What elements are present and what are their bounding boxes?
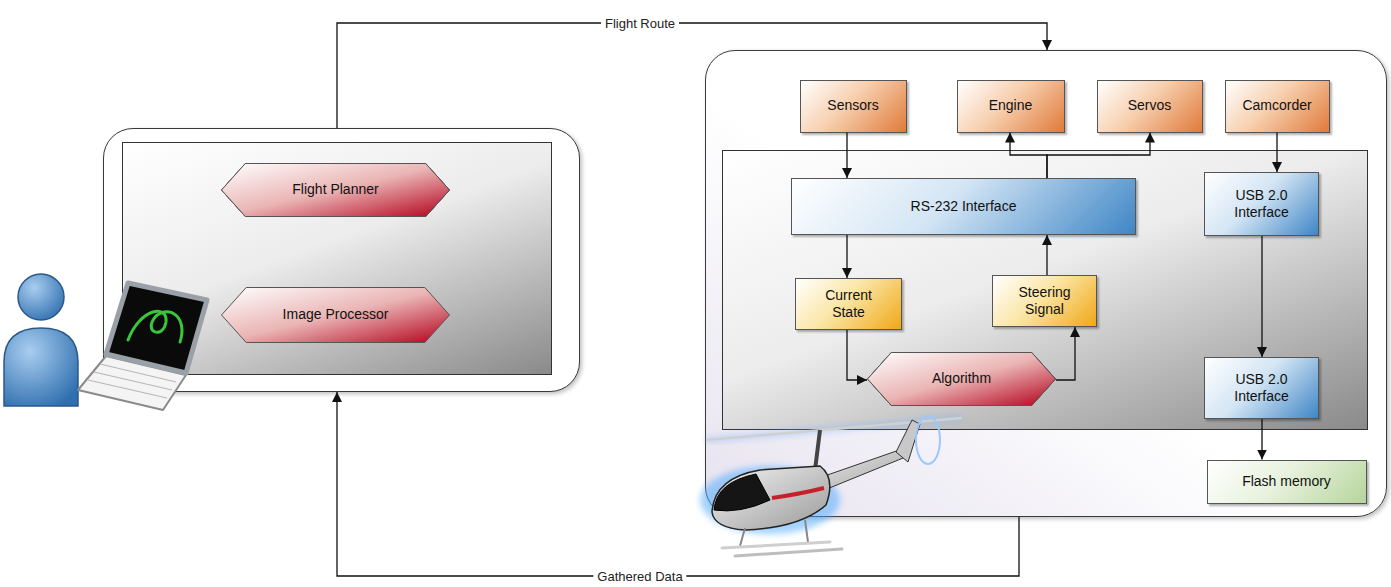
state-box: Current State <box>795 278 902 330</box>
laptop-screen <box>106 283 207 373</box>
flow-arrow <box>1261 236 1262 357</box>
hexagon-shape <box>222 164 450 217</box>
fuselage-stripe <box>772 488 824 498</box>
box-label: Camcorder <box>1242 97 1311 115</box>
skid-strut <box>805 520 808 542</box>
hardware-device: Engine <box>957 80 1065 133</box>
box-label: USB 2.0 Interface <box>1221 371 1303 406</box>
hexagon-shape <box>222 164 450 217</box>
box-label: Image Processor <box>283 306 389 324</box>
box-label: Flight Planner <box>292 181 378 199</box>
interface-box: RS-232 Interface <box>791 178 1136 235</box>
main-rotor <box>706 418 962 440</box>
rotor-mast <box>815 430 820 470</box>
flow-arrow <box>846 133 847 179</box>
box-label: Engine <box>989 97 1033 115</box>
flow-arrow <box>847 330 867 380</box>
user-head <box>18 274 64 320</box>
hexagon-shape <box>868 353 1056 406</box>
main-rotor <box>706 418 962 440</box>
hardware-device: Camcorder <box>1225 80 1330 133</box>
edge-label: Flight Route <box>601 16 679 31</box>
laptop-icon <box>78 283 207 410</box>
box-label: RS-232 Interface <box>911 198 1017 216</box>
helicopter-illustration <box>700 416 962 556</box>
laptop-keys <box>88 380 167 398</box>
interface-box: USB 2.0 Interface <box>1204 172 1319 236</box>
flow-arrow <box>1047 133 1150 179</box>
box-label: Steering Signal <box>1009 284 1081 319</box>
landing-skid <box>722 542 830 548</box>
flow-arrow <box>1010 133 1047 179</box>
flow-arrow <box>1046 235 1047 275</box>
signal-box: Steering Signal <box>992 275 1097 327</box>
hexagon-shape <box>868 353 1056 406</box>
flow-arrow <box>337 23 1047 128</box>
edge-label: Gathered Data <box>593 569 686 584</box>
hexagon-shape <box>222 164 450 217</box>
helicopter-glow <box>700 466 840 534</box>
skid-strut <box>740 528 745 546</box>
fuselage <box>712 466 830 530</box>
interface-box: USB 2.0 Interface <box>1204 357 1319 419</box>
hexagon-shape <box>222 288 450 343</box>
flow-arrow <box>1056 327 1075 380</box>
box-label: Algorithm <box>932 370 991 388</box>
box-label: Sensors <box>827 97 878 115</box>
hardware-device: Sensors <box>800 80 907 133</box>
hexagon-shape <box>868 353 1056 406</box>
flow-arrow <box>1276 133 1277 173</box>
software-module: Flight Planner <box>221 163 450 217</box>
landing-skid <box>735 549 842 556</box>
user-figure <box>4 274 78 406</box>
canopy <box>714 474 770 511</box>
flow-arrow <box>1261 419 1262 460</box>
onboard-computer-panel: RS-232 InterfaceUSB 2.0 InterfaceCurrent… <box>722 150 1368 430</box>
flow-arrow <box>846 235 847 278</box>
helicopter-panel: Sensors Engine Servos CamcorderRS-232 Inter… <box>705 50 1387 517</box>
laptop-keys <box>94 372 172 390</box>
user-body <box>4 328 78 406</box>
box-label: Servos <box>1128 97 1172 115</box>
box-label: Current State <box>813 287 885 322</box>
flow-arrow <box>337 392 1019 576</box>
box-label: Flash memory <box>1242 473 1331 491</box>
box-label: USB 2.0 Interface <box>1221 187 1303 222</box>
screen-route <box>128 311 182 342</box>
algorithm-module: Algorithm <box>867 352 1056 406</box>
software-module: Image Processor <box>221 287 450 343</box>
tail-rotor <box>916 416 940 464</box>
storage-box: Flash memory <box>1207 460 1367 504</box>
hardware-device: Servos <box>1097 80 1203 133</box>
